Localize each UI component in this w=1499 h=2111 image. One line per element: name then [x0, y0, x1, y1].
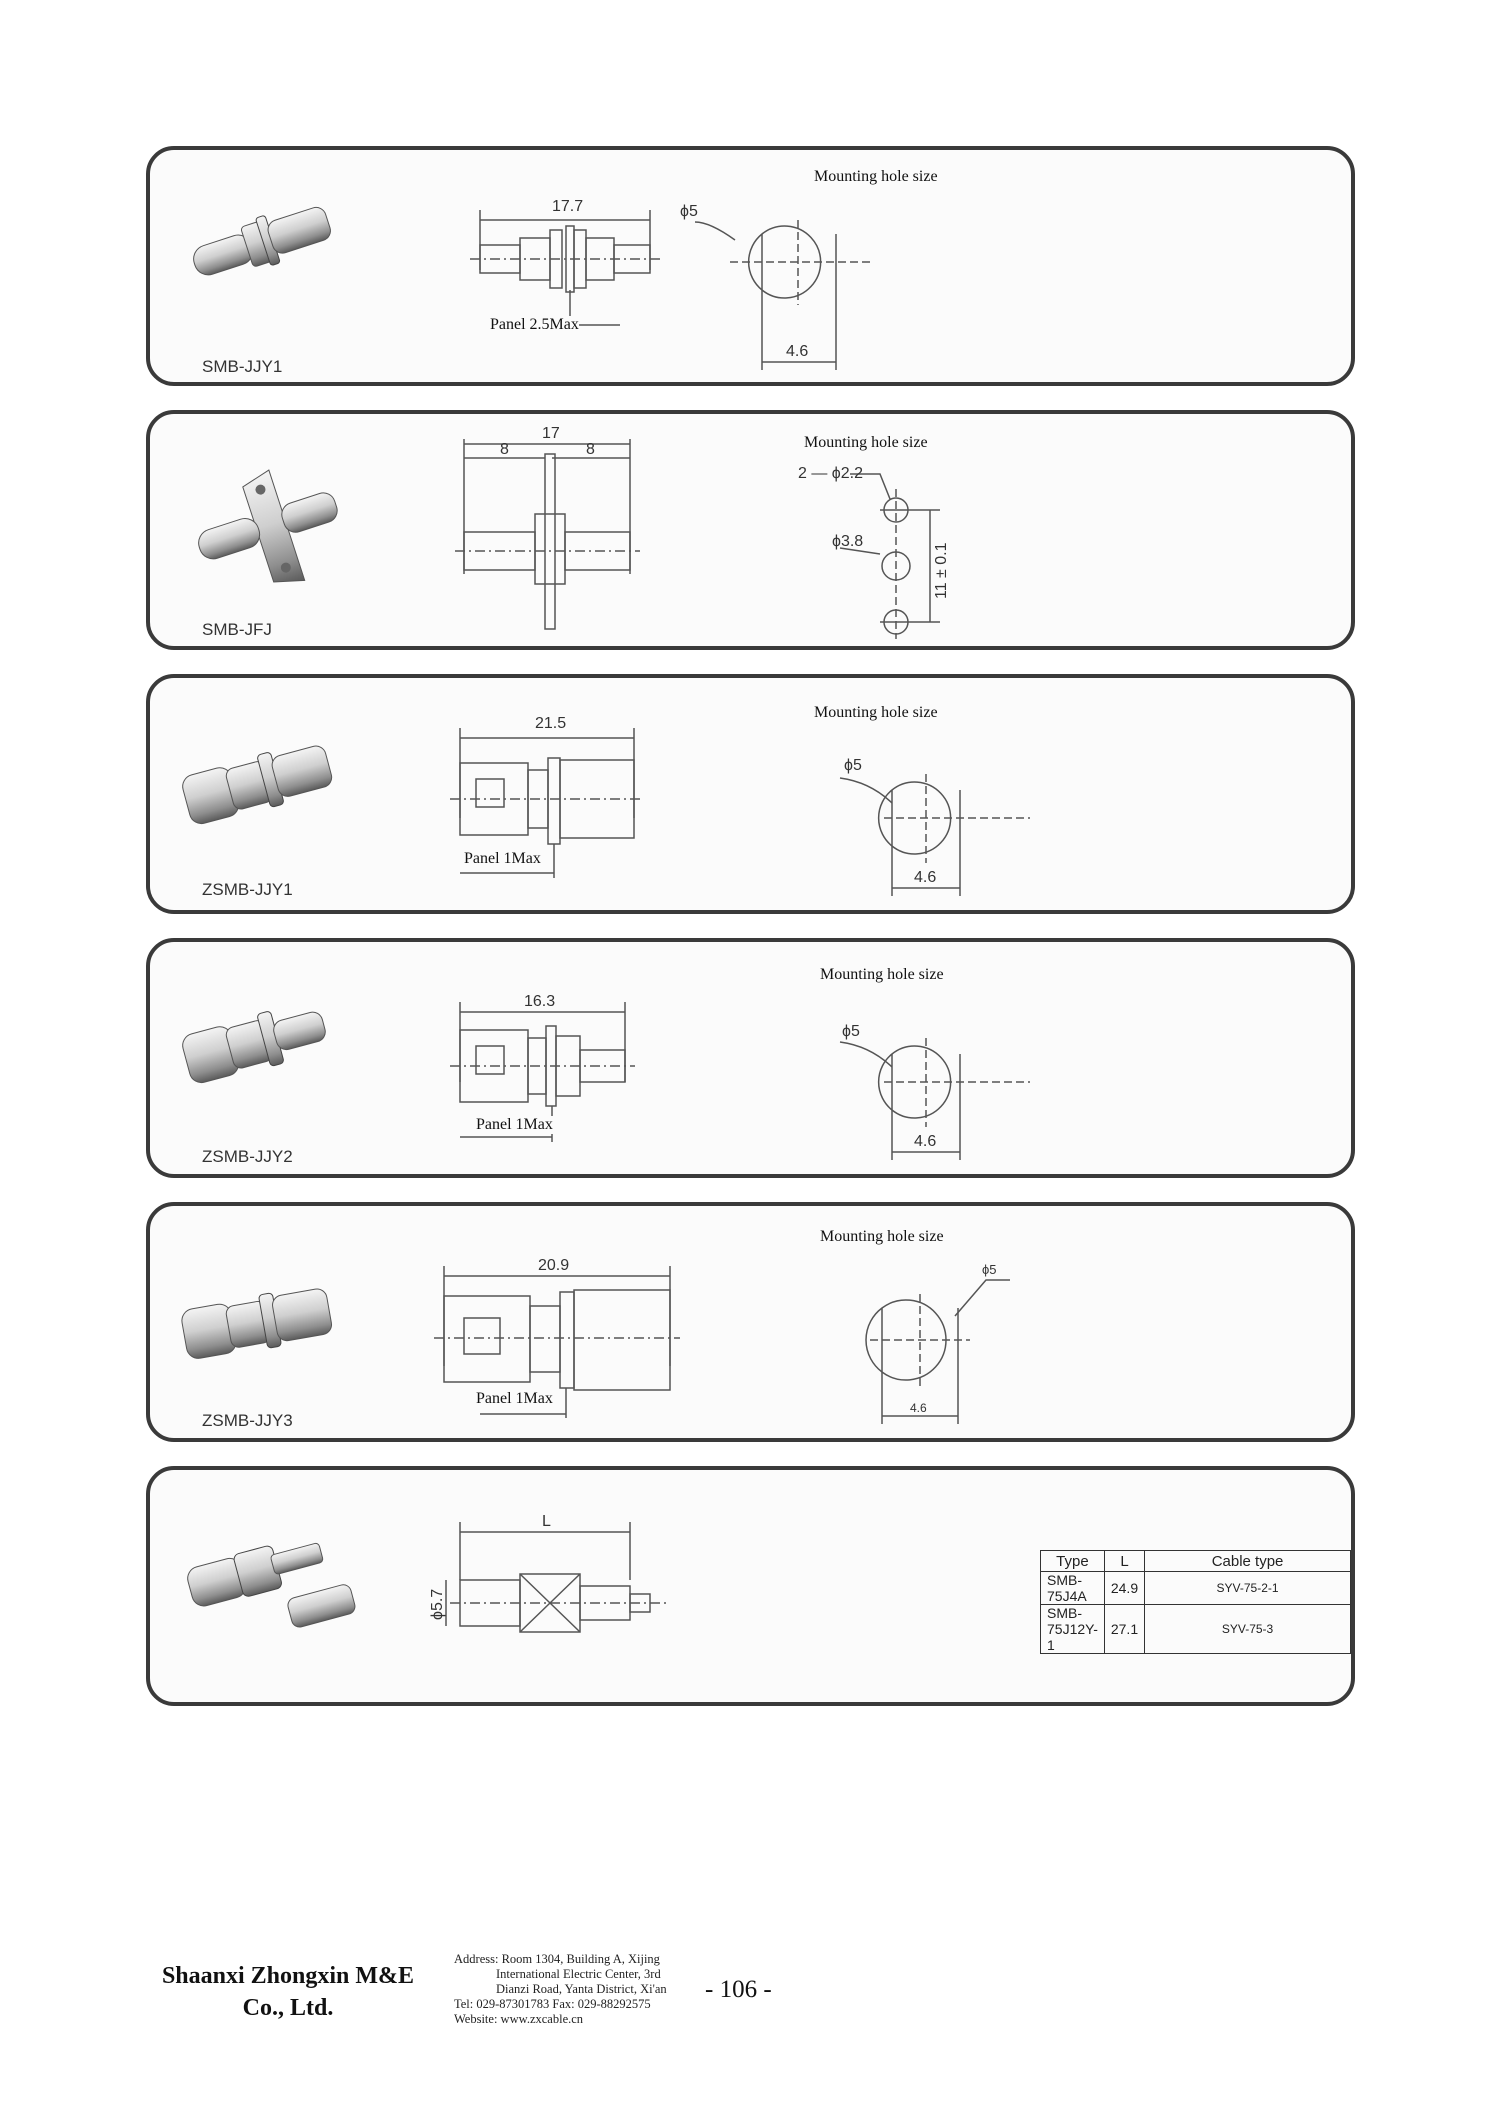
connector-photo: [187, 1542, 356, 1628]
hole-flat-dimension: 4.6: [914, 1133, 936, 1150]
cable-type-cell: SYV-75-2-1: [1144, 1571, 1351, 1605]
total-dimension: 17: [542, 425, 560, 442]
length-dimension: 21.5: [535, 715, 566, 732]
phone-fax: Tel: 029-87301783 Fax: 029-88292575: [454, 1997, 651, 2011]
dimension-drawing: [450, 728, 644, 878]
model-name: SMB-JFJ: [202, 620, 272, 639]
dimension-drawing: [470, 210, 660, 326]
length-dimension: 16.3: [524, 993, 555, 1010]
panel-drawing: L ϕ5.7: [187, 1513, 670, 1633]
right-dimension: 8: [586, 441, 595, 458]
table-header-cable-type: Cable type: [1144, 1550, 1351, 1572]
hole-diameter: ϕ5: [982, 1262, 997, 1277]
type-cell: SMB-75J12Y-1: [1040, 1604, 1105, 1654]
dimension-drawing: [455, 439, 640, 630]
mounting-hole-label: Mounting hole size: [820, 1228, 944, 1245]
hole-flat-dimension: 4.6: [910, 1401, 927, 1415]
hole-diameter: ϕ5: [844, 757, 862, 774]
table-row: SMB-75J12Y-1 27.1 SYV-75-3: [1040, 1604, 1351, 1654]
table-header-length: L: [1103, 1550, 1146, 1572]
model-name: ZSMB-JJY3: [202, 1411, 293, 1430]
page-number: - 106 -: [705, 1976, 772, 2003]
connector-photo: [182, 1011, 326, 1084]
spec-table: Type L Cable type SMB-75J4A 24.9 SYV-75-…: [1040, 1550, 1351, 1654]
length-dimension: 17.7: [552, 198, 583, 215]
table-header-type: Type: [1040, 1550, 1105, 1572]
mounting-hole-label: Mounting hole size: [814, 704, 938, 721]
panel-drawing: 17.7 ϕ5 4.6: [193, 198, 870, 370]
panel-note: Panel 1Max: [476, 1116, 553, 1134]
dimension-drawing: [445, 1522, 670, 1633]
hole-flat-dimension: 4.6: [914, 869, 936, 886]
mounting-hole-drawing: [865, 1279, 1010, 1424]
connector-photo: [181, 1288, 333, 1359]
mounting-hole-drawing: [839, 473, 940, 639]
diameter-label: ϕ5.7: [429, 1589, 446, 1620]
hole-diameter: ϕ5: [680, 203, 698, 220]
center-hole-dimension: ϕ3.8: [832, 533, 863, 550]
mounting-hole-drawing: [839, 774, 1030, 896]
product-panel-crimp: L ϕ5.7 Type L Cable type SMB-75J4A 24.9 …: [146, 1466, 1355, 1706]
table-row: SMB-75J4A 24.9 SYV-75-2-1: [1040, 1571, 1351, 1605]
mounting-hole-drawing: [694, 220, 870, 370]
company-name: Shaanxi Zhongxin M&E Co., Ltd.: [148, 1960, 428, 2024]
panel-drawing: 17 8 8 2 — ϕ2.2 ϕ3.8 11 ± 0.1: [198, 425, 950, 639]
connector-photo: [198, 469, 338, 583]
dimension-drawing: [450, 1002, 635, 1142]
model-name: ZSMB-JJY2: [202, 1147, 293, 1166]
product-panel-zsmb-jjy1: 21.5 ϕ5 4.6 Mounting hole size Panel 1Ma…: [146, 674, 1355, 914]
company-line-2: Co., Ltd.: [242, 1995, 334, 2021]
panel-drawing: 20.9 ϕ5 4.6: [181, 1257, 1010, 1424]
dimension-drawing: [434, 1266, 680, 1418]
holes-dimension: 2 — ϕ2.2: [798, 465, 863, 482]
product-panel-zsmb-jjy2: 16.3 ϕ5 4.6 Mounting hole size Panel 1Ma…: [146, 938, 1355, 1178]
mounting-hole-drawing: [839, 1038, 1030, 1160]
product-panel-zsmb-jjy3: 20.9 ϕ5 4.6 Mounting hole size Panel 1Ma…: [146, 1202, 1355, 1442]
company-line-1: Shaanxi Zhongxin M&E: [161, 1963, 415, 1989]
contact-block: Address: Room 1304, Building A, Xijing I…: [454, 1952, 694, 2027]
type-cell: SMB-75J4A: [1040, 1571, 1105, 1605]
address-line-1: Address: Room 1304, Building A, Xijing: [454, 1952, 660, 1966]
panel-drawing: 16.3 ϕ5 4.6: [182, 993, 1030, 1160]
model-name: ZSMB-JJY1: [202, 880, 293, 899]
cable-type-cell: SYV-75-3: [1144, 1604, 1351, 1654]
spacing-dimension: 11 ± 0.1: [933, 542, 950, 599]
length-cell: 24.9: [1103, 1571, 1146, 1605]
product-panel-smb-jfj: 17 8 8 2 — ϕ2.2 ϕ3.8 11 ± 0.1 Mounting h…: [146, 410, 1355, 650]
mounting-hole-label: Mounting hole size: [804, 434, 928, 451]
length-label: L: [542, 1513, 551, 1530]
panel-note: Panel 1Max: [464, 850, 541, 868]
address-line-2: International Electric Center, 3rd: [496, 1967, 661, 1981]
panel-note: Panel 1Max: [476, 1390, 553, 1408]
mounting-hole-label: Mounting hole size: [820, 966, 944, 983]
panel-drawing: 21.5 ϕ5 4.6: [182, 715, 1030, 896]
model-name: SMB-JJY1: [202, 357, 283, 376]
left-dimension: 8: [500, 441, 509, 458]
connector-photo: [182, 745, 333, 825]
hole-flat-dimension: 4.6: [786, 343, 808, 360]
website: Website: www.zxcable.cn: [454, 2012, 584, 2026]
address-line-3: Dianzi Road, Yanta District, Xi'an: [496, 1982, 667, 1996]
mounting-hole-label: Mounting hole size: [814, 168, 938, 185]
length-dimension: 20.9: [538, 1257, 569, 1274]
hole-diameter: ϕ5: [842, 1023, 860, 1040]
product-panel-smb-jjy1: 17.7 ϕ5 4.6 Mounting hole size Panel 2.5…: [146, 146, 1355, 386]
panel-note: Panel 2.5Max: [490, 316, 579, 334]
length-cell: 27.1: [1103, 1604, 1146, 1654]
connector-photo: [193, 206, 331, 276]
